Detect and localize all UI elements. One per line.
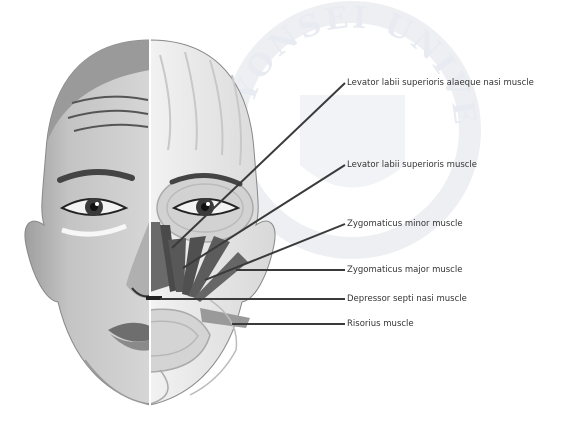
depressor-septi-marker [146,296,162,300]
label-zygomaticus-minor: Zygomaticus minor muscle [347,220,463,229]
label-risorius: Risorius muscle [347,320,414,329]
label-depressor-septi: Depressor septi nasi muscle [347,295,467,304]
label-levator-labii-alaeque: Levator labii superioris alaeque nasi mu… [347,79,534,88]
label-levator-labii: Levator labii superioris muscle [347,161,477,170]
face-skin-half [25,40,150,405]
label-zygomaticus-major: Zygomaticus major muscle [347,266,462,275]
